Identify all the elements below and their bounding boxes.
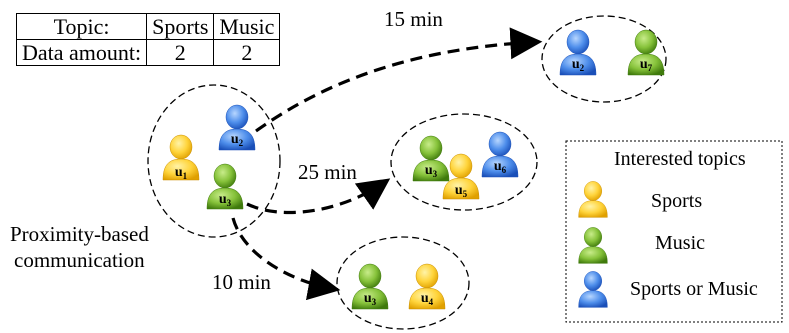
- user-u4-yellow-icon: u4: [408, 263, 446, 310]
- table-cell-data-amount-label: Data amount:: [15, 39, 148, 66]
- arrow-to-10min: [231, 217, 341, 301]
- user-u2-blue-icon: u2: [559, 29, 597, 76]
- legend-sports-icon: [578, 180, 608, 218]
- arrow-to-25min: [246, 178, 391, 215]
- table-cell-sports: Sports: [146, 13, 215, 40]
- legend-label-sports-or-music: Sports or Music: [630, 278, 758, 300]
- time-label-15min: 15 min: [384, 7, 443, 31]
- table-cell-music-amount: 2: [213, 39, 281, 66]
- time-label-10min: 10 min: [212, 270, 271, 294]
- table-cell-music: Music: [213, 13, 281, 40]
- user-u2-blue-icon: u2: [218, 104, 256, 151]
- user-u6-blue-icon: u6: [481, 131, 519, 178]
- topic-data-table: Topic: Sports Music Data amount: 2 2: [15, 13, 281, 66]
- table-row: Data amount: 2 2: [15, 39, 281, 66]
- table-cell-topic-label: Topic:: [15, 13, 148, 40]
- table-row: Topic: Sports Music: [15, 13, 281, 40]
- legend-label-sports: Sports: [651, 190, 703, 212]
- legend-label-music: Music: [655, 232, 705, 254]
- legend-sports-or-music-icon: [578, 270, 608, 308]
- user-u1-yellow-icon: u1: [162, 134, 200, 181]
- user-u3-green-icon: u3: [412, 135, 450, 182]
- cluster-10min-ellipse: [336, 236, 470, 330]
- arrow-to-15min: [255, 27, 543, 133]
- user-u7-green-icon: u7: [627, 29, 665, 76]
- time-label-25min: 25 min: [298, 160, 357, 184]
- legend-box: [565, 140, 783, 323]
- cluster-25min-ellipse: [390, 113, 538, 211]
- table-cell-sports-amount: 2: [146, 39, 215, 66]
- legend-title: Interested topics: [614, 148, 746, 170]
- caption-line2: communication: [14, 248, 145, 272]
- legend-music-icon: [578, 226, 608, 264]
- source-cluster-ellipse: [147, 84, 281, 238]
- user-u3-green-icon: u3: [206, 163, 244, 210]
- user-u5-yellow-icon: u5: [442, 153, 480, 200]
- caption-line1: Proximity-based: [10, 222, 149, 246]
- user-u3-green-icon: u3: [351, 263, 389, 310]
